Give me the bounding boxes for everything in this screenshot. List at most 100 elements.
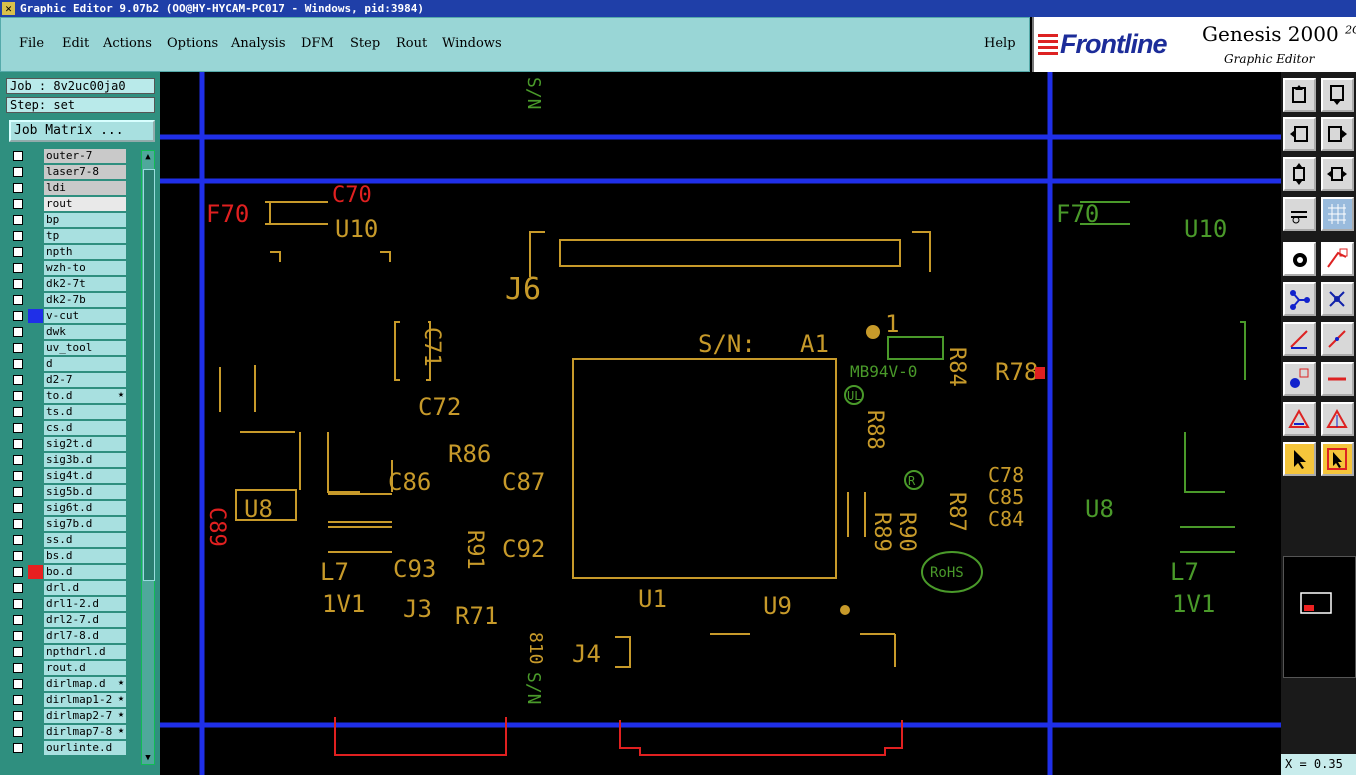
layer-checkbox[interactable]	[13, 455, 23, 465]
layer-row[interactable]: sig3b.d	[8, 452, 130, 468]
layer-row[interactable]: uv_tool	[8, 340, 130, 356]
pointer-icon[interactable]	[1283, 442, 1316, 476]
layer-name[interactable]: v-cut	[44, 309, 126, 323]
layer-checkbox[interactable]	[13, 407, 23, 417]
menu-analysis[interactable]: Analysis	[231, 36, 286, 51]
layer-checkbox[interactable]	[13, 599, 23, 609]
layer-checkbox[interactable]	[13, 679, 23, 689]
graphic-canvas[interactable]: U10 J6 A1 S/N: 1 C72 R78 R86 C86 C87 U8 …	[160, 72, 1281, 775]
layer-row[interactable]: npth	[8, 244, 130, 260]
menu-file[interactable]: File	[19, 36, 45, 51]
menu-rout[interactable]: Rout	[396, 36, 428, 51]
layer-name[interactable]: dwk	[44, 325, 126, 339]
layer-row[interactable]: sig5b.d	[8, 484, 130, 500]
layer-row[interactable]: to.d★	[8, 388, 130, 404]
layer-row[interactable]: ts.d	[8, 404, 130, 420]
scroll-down-icon[interactable]: ▼	[145, 753, 151, 763]
pan-left-icon[interactable]	[1283, 117, 1316, 151]
snap-icon[interactable]	[1283, 242, 1316, 276]
layer-name[interactable]: rout.d	[44, 661, 126, 675]
zoom-center-icon[interactable]	[1321, 157, 1354, 191]
layer-name[interactable]: npth	[44, 245, 126, 259]
layer-checkbox[interactable]	[13, 567, 23, 577]
layer-name[interactable]: drl.d	[44, 581, 126, 595]
layer-row[interactable]: dirlmap7-8★	[8, 724, 130, 740]
layer-row[interactable]: dirlmap1-2★	[8, 692, 130, 708]
layer-checkbox[interactable]	[13, 615, 23, 625]
menu-windows[interactable]: Windows	[442, 36, 502, 51]
layer-checkbox[interactable]	[13, 295, 23, 305]
pan-right-icon[interactable]	[1321, 117, 1354, 151]
layer-row[interactable]: sig7b.d	[8, 516, 130, 532]
layer-checkbox[interactable]	[13, 263, 23, 273]
line-icon[interactable]	[1283, 322, 1316, 356]
layer-name[interactable]: sig6t.d	[44, 501, 126, 515]
layer-row[interactable]: bp	[8, 212, 130, 228]
layer-checkbox[interactable]	[13, 151, 23, 161]
cross-icon[interactable]	[1321, 282, 1354, 316]
layer-checkbox[interactable]	[13, 167, 23, 177]
layer-name[interactable]: ourlinte.d	[44, 741, 126, 755]
layer-checkbox[interactable]	[13, 439, 23, 449]
connect-icon[interactable]	[1283, 282, 1316, 316]
overview-minimap[interactable]	[1283, 556, 1356, 678]
layer-row[interactable]: npthdrl.d	[8, 644, 130, 660]
layer-checkbox[interactable]	[13, 215, 23, 225]
triangle-icon[interactable]	[1283, 402, 1316, 436]
menu-step[interactable]: Step	[350, 36, 381, 51]
layer-name[interactable]: sig4t.d	[44, 469, 126, 483]
layer-row[interactable]: dk2-7b	[8, 292, 130, 308]
layer-row[interactable]: ourlinte.d	[8, 740, 130, 756]
page-up-icon[interactable]	[1283, 78, 1316, 112]
layer-name[interactable]: dk2-7b	[44, 293, 126, 307]
layer-row[interactable]: drl7-8.d	[8, 628, 130, 644]
layer-checkbox[interactable]	[13, 551, 23, 561]
layer-checkbox[interactable]	[13, 391, 23, 401]
layer-name[interactable]: cs.d	[44, 421, 126, 435]
layer-name[interactable]: rout	[44, 197, 126, 211]
layer-checkbox[interactable]	[13, 535, 23, 545]
layer-checkbox[interactable]	[13, 199, 23, 209]
measure-icon[interactable]	[1283, 197, 1316, 231]
menu-help[interactable]: Help	[984, 36, 1016, 51]
menu-dfm[interactable]: DFM	[301, 36, 334, 51]
select-node-icon[interactable]	[1283, 362, 1316, 396]
layer-name[interactable]: d2-7	[44, 373, 126, 387]
pointer-select-icon[interactable]	[1321, 442, 1354, 476]
layer-name[interactable]: sig7b.d	[44, 517, 126, 531]
layer-checkbox[interactable]	[13, 231, 23, 241]
layer-row[interactable]: ss.d	[8, 532, 130, 548]
layer-checkbox[interactable]	[13, 631, 23, 641]
page-down-icon[interactable]	[1321, 78, 1354, 112]
line-horiz-icon[interactable]	[1321, 362, 1354, 396]
grid-icon[interactable]	[1321, 197, 1354, 231]
line-select-icon[interactable]	[1321, 322, 1354, 356]
layer-row[interactable]: rout.d	[8, 660, 130, 676]
layer-row[interactable]: dwk	[8, 324, 130, 340]
layer-row[interactable]: ldi	[8, 180, 130, 196]
layer-name[interactable]: drl7-8.d	[44, 629, 126, 643]
layer-name[interactable]: sig2t.d	[44, 437, 126, 451]
layer-checkbox[interactable]	[13, 311, 23, 321]
layer-row[interactable]: drl.d	[8, 580, 130, 596]
layer-checkbox[interactable]	[13, 279, 23, 289]
layer-name[interactable]: tp	[44, 229, 126, 243]
layer-checkbox[interactable]	[13, 663, 23, 673]
layer-name[interactable]: npthdrl.d	[44, 645, 126, 659]
layer-row[interactable]: sig2t.d	[8, 436, 130, 452]
layer-checkbox[interactable]	[13, 647, 23, 657]
layer-checkbox[interactable]	[13, 359, 23, 369]
layer-checkbox[interactable]	[13, 471, 23, 481]
layer-row[interactable]: wzh-to	[8, 260, 130, 276]
menu-options[interactable]: Options	[167, 36, 219, 51]
layer-scrollbar[interactable]: ▲ ▼	[141, 150, 155, 765]
layer-name[interactable]: d	[44, 357, 126, 371]
layer-row[interactable]: d	[8, 356, 130, 372]
layer-checkbox[interactable]	[13, 327, 23, 337]
layer-name[interactable]: dirlmap.d	[44, 677, 126, 691]
layer-name[interactable]: bp	[44, 213, 126, 227]
zoom-fit-icon[interactable]	[1283, 157, 1316, 191]
layer-row[interactable]: d2-7	[8, 372, 130, 388]
scroll-thumb[interactable]	[143, 169, 155, 581]
layer-name[interactable]: sig3b.d	[44, 453, 126, 467]
